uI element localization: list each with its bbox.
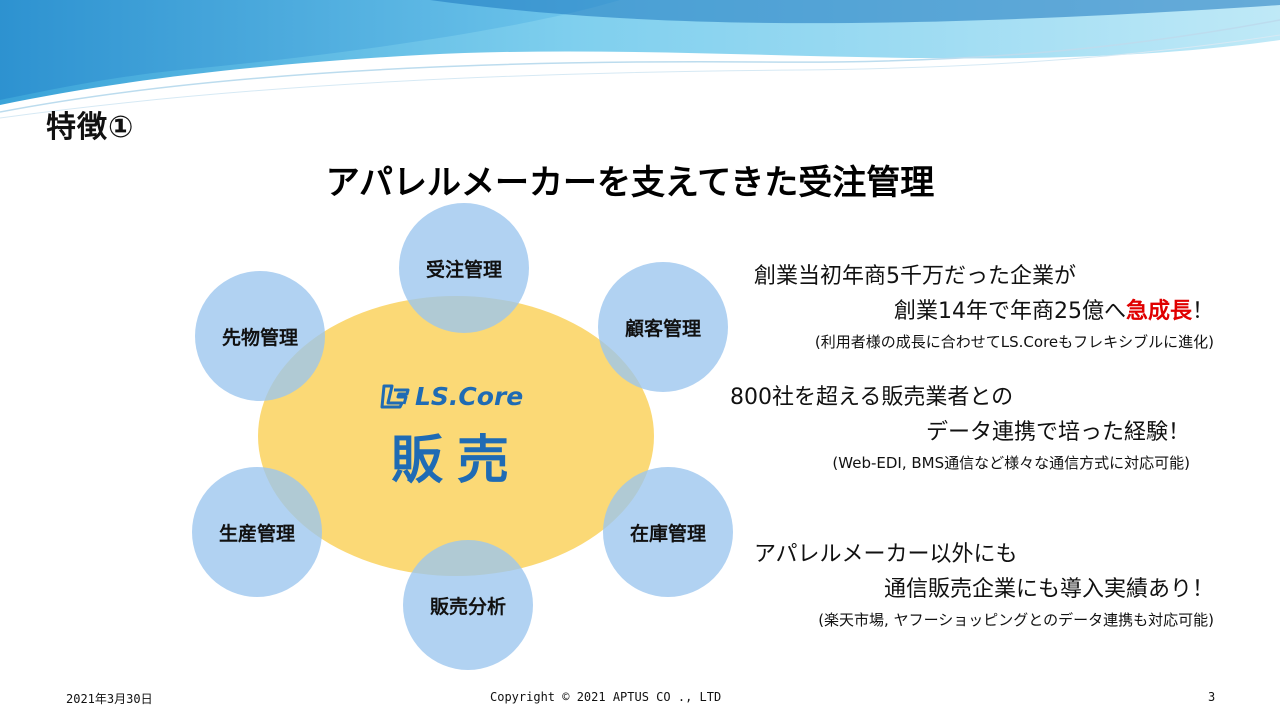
slide-title: 特徴① bbox=[46, 110, 135, 145]
feature-block: 創業当初年商5千万だった企業が 創業14年で年商25億へ急成長！ (利用者様の成… bbox=[754, 258, 1214, 352]
feature-line: 800社を超える販売業者との bbox=[730, 385, 1014, 410]
module-circle: 生産管理 bbox=[192, 467, 322, 597]
module-circle: 販売分析 bbox=[403, 540, 533, 670]
ls-logo-mark-icon bbox=[380, 384, 410, 409]
module-label: 販売分析 bbox=[429, 595, 506, 618]
feature-block: アパレルメーカー以外にも 通信販売企業にも導入実績あり！ (楽天市場, ヤフーシ… bbox=[754, 536, 1214, 630]
module-circle: 受注管理 bbox=[399, 203, 529, 333]
feature-text: 通信販売企業にも導入実績あり！ bbox=[883, 577, 1214, 602]
module-label: 在庫管理 bbox=[629, 522, 706, 545]
feature-line: アパレルメーカー以外にも bbox=[754, 542, 1018, 567]
feature-note: (楽天市場, ヤフーショッピングとのデータ連携も対応可能) bbox=[818, 611, 1214, 629]
header-wave-decoration bbox=[0, 0, 1280, 119]
module-circle: 顧客管理 bbox=[598, 262, 728, 392]
module-label: 先物管理 bbox=[221, 326, 298, 349]
module-circle: 先物管理 bbox=[195, 271, 325, 401]
feature-block: 800社を超える販売業者との データ連携で培った経験！ (Web-EDI, BM… bbox=[730, 379, 1190, 473]
module-label: 顧客管理 bbox=[624, 317, 701, 340]
feature-text: ！ bbox=[1191, 299, 1214, 324]
feature-line: 創業当初年商5千万だった企業が bbox=[754, 264, 1076, 289]
slide-subtitle: アパレルメーカーを支えてきた受注管理 bbox=[325, 163, 935, 203]
module-circle: 在庫管理 bbox=[603, 467, 733, 597]
feature-note: (Web-EDI, BMS通信など様々な通信方式に対応可能) bbox=[832, 454, 1190, 472]
feature-line: データ連携で培った経験！ bbox=[730, 414, 1190, 446]
module-label: 受注管理 bbox=[425, 258, 502, 281]
feature-note: (利用者様の成長に合わせてLS.Coreもフレキシブルに進化) bbox=[814, 333, 1214, 351]
feature-text: 創業14年で年商25億へ bbox=[893, 299, 1126, 324]
emphasis-text: 急成長 bbox=[1125, 299, 1192, 324]
footer-copyright: Copyright © 2021 APTUS CO ., LTD bbox=[490, 690, 722, 704]
feature-line: 創業14年で年商25億へ急成長！ bbox=[754, 293, 1214, 325]
feature-line: 通信販売企業にも導入実績あり！ bbox=[754, 571, 1214, 603]
footer-date: 2021年3月30日 bbox=[66, 692, 153, 706]
footer-page-number: 3 bbox=[1208, 690, 1216, 704]
feature-text: データ連携で培った経験！ bbox=[925, 420, 1190, 445]
ls-core-logo: LS.Core bbox=[380, 376, 540, 416]
ls-core-logo-text: LS.Core bbox=[415, 381, 524, 411]
core-label: 販売 bbox=[390, 431, 523, 491]
module-label: 生産管理 bbox=[218, 522, 295, 545]
